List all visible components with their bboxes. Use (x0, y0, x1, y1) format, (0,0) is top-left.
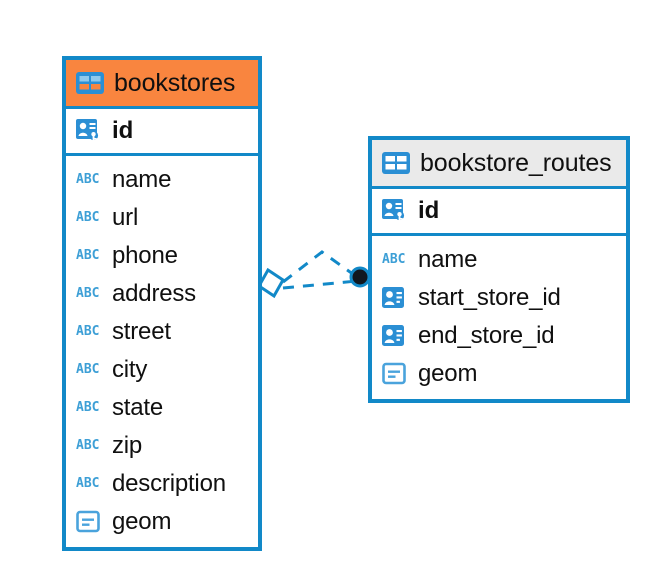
field-row-city[interactable]: ABC city (66, 351, 258, 389)
field-row-url[interactable]: ABC url (66, 199, 258, 237)
text-type-icon: ABC (382, 252, 406, 267)
field-label: name (418, 246, 478, 273)
relationship-line-upper (282, 250, 358, 284)
text-type-icon: ABC (76, 400, 100, 415)
primary-key-label: id (112, 117, 134, 144)
field-label: address (112, 280, 196, 307)
field-row-geom[interactable]: geom (372, 355, 626, 393)
foreign-key-icon (382, 324, 408, 348)
field-row-address[interactable]: ABC address (66, 275, 258, 313)
entity-header-bookstore-routes[interactable]: bookstore_routes (372, 140, 626, 189)
primary-key-icon (76, 118, 102, 144)
text-type-icon: ABC (76, 286, 100, 301)
field-row-name[interactable]: ABC name (372, 241, 626, 279)
field-label: geom (418, 360, 478, 387)
text-type-icon: ABC (76, 324, 100, 339)
field-row-geom[interactable]: geom (66, 503, 258, 541)
field-label: phone (112, 242, 178, 269)
field-label: name (112, 166, 172, 193)
primary-key-icon (382, 198, 408, 224)
field-label: description (112, 470, 226, 497)
field-row-end-store-id[interactable]: end_store_id (372, 317, 626, 355)
geometry-type-icon (76, 510, 102, 534)
field-row-name[interactable]: ABC name (66, 161, 258, 199)
primary-key-label: id (418, 197, 440, 224)
text-type-icon: ABC (76, 210, 100, 225)
text-type-icon: ABC (76, 438, 100, 453)
field-label: zip (112, 432, 143, 459)
field-label: state (112, 394, 164, 421)
entity-bookstores[interactable]: bookstores id A (62, 56, 262, 551)
entity-title: bookstore_routes (420, 148, 612, 177)
diamond-marker (257, 267, 285, 299)
field-row-state[interactable]: ABC state (66, 389, 258, 427)
text-type-icon: ABC (76, 362, 100, 377)
filled-circle-marker (349, 266, 371, 288)
field-label: end_store_id (418, 322, 555, 349)
field-row-primary-key[interactable]: id (372, 189, 626, 236)
entity-bookstore-routes[interactable]: bookstore_routes id (368, 136, 630, 403)
text-type-icon: ABC (76, 172, 100, 187)
entity-header-bookstores[interactable]: bookstores (66, 60, 258, 109)
field-row-street[interactable]: ABC street (66, 313, 258, 351)
field-list-bookstore-routes: ABC name start_store_id (372, 236, 626, 399)
relationship-line-lower (282, 279, 358, 290)
field-label: city (112, 356, 148, 383)
text-type-icon: ABC (76, 248, 100, 263)
field-row-zip[interactable]: ABC zip (66, 427, 258, 465)
entity-title: bookstores (114, 68, 236, 97)
text-type-icon: ABC (76, 476, 100, 491)
field-row-description[interactable]: ABC description (66, 465, 258, 503)
field-row-start-store-id[interactable]: start_store_id (372, 279, 626, 317)
field-list-bookstores: ABC name ABC url ABC phone ABC ad (66, 156, 258, 547)
field-label: start_store_id (418, 284, 561, 311)
field-label: street (112, 318, 171, 345)
field-label: url (112, 204, 139, 231)
field-row-primary-key[interactable]: id (66, 109, 258, 156)
table-icon (76, 72, 104, 94)
geometry-type-icon (382, 362, 408, 386)
field-label: geom (112, 508, 172, 535)
foreign-key-icon (382, 286, 408, 310)
table-icon (382, 152, 410, 174)
field-row-phone[interactable]: ABC phone (66, 237, 258, 275)
